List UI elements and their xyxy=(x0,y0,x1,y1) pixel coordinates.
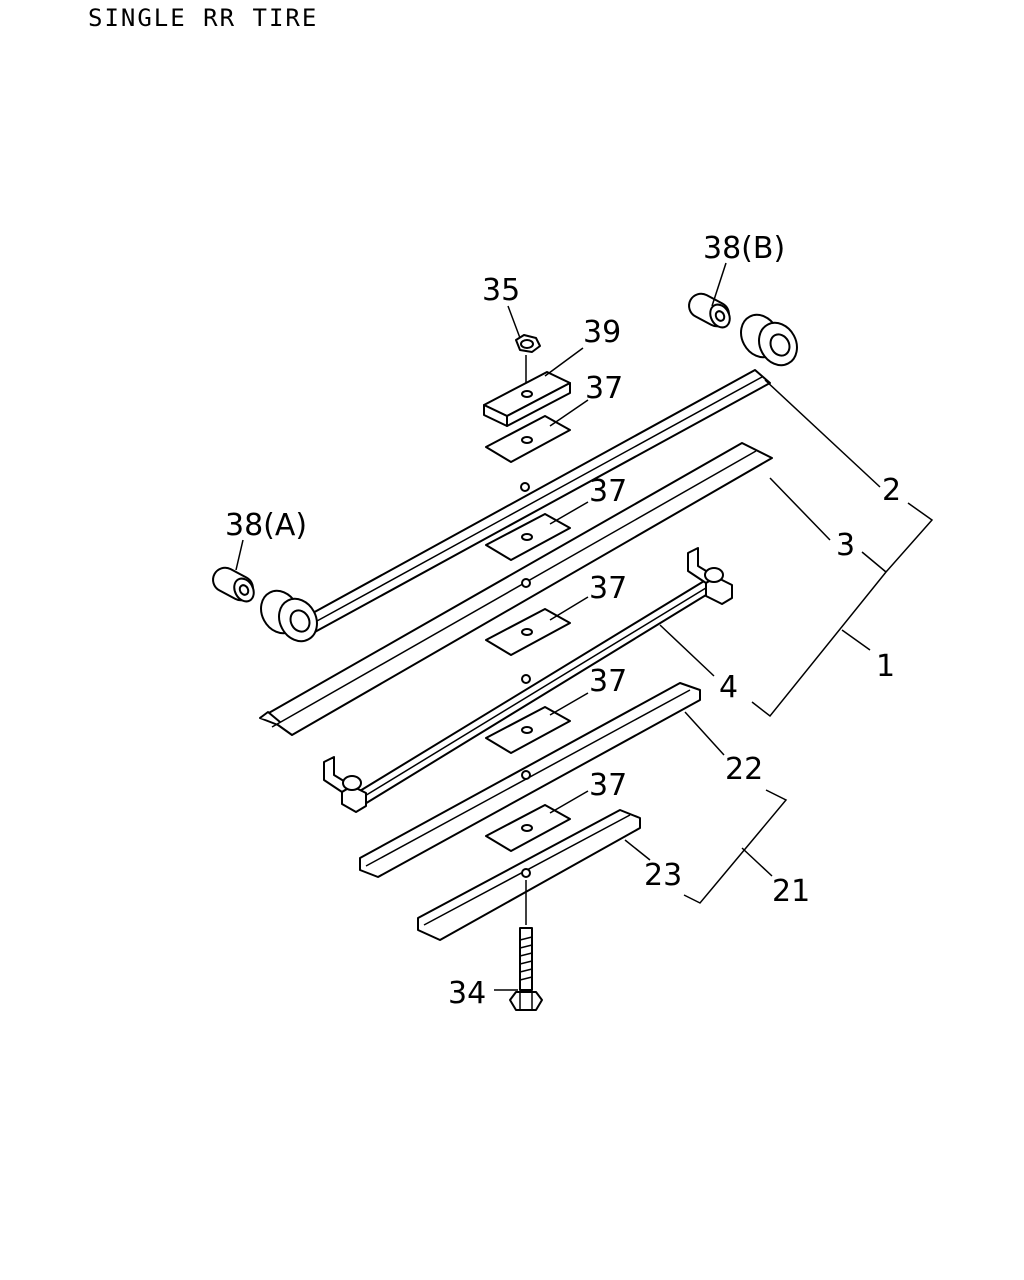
callout-34: 34 xyxy=(448,976,486,1011)
callout-37-3: 37 xyxy=(589,571,627,606)
pad-37-3 xyxy=(485,608,571,656)
callout-2: 2 xyxy=(882,473,901,508)
plate-39 xyxy=(483,371,571,427)
callout-38a: 38(A) xyxy=(225,508,307,543)
callout-22: 22 xyxy=(725,752,763,787)
leaf-4 xyxy=(323,547,733,813)
callout-37-4: 37 xyxy=(589,664,627,699)
leaf-22 xyxy=(359,682,701,878)
leaf-23 xyxy=(417,809,641,941)
main-leaf-2 xyxy=(260,313,798,643)
callout-35: 35 xyxy=(482,273,520,308)
callout-37-1: 37 xyxy=(585,371,623,406)
pad-37-5 xyxy=(485,804,571,852)
callout-4: 4 xyxy=(719,670,738,705)
callout-21: 21 xyxy=(772,874,810,909)
bolt-34 xyxy=(509,880,543,1011)
bushing-38a xyxy=(212,566,255,603)
callout-39: 39 xyxy=(583,315,621,350)
callout-3: 3 xyxy=(836,528,855,563)
leader-lines xyxy=(235,262,934,991)
pad-37-2 xyxy=(485,513,571,561)
bushing-38b xyxy=(688,292,731,329)
callout-23: 23 xyxy=(644,858,682,893)
pad-37-1 xyxy=(485,415,571,463)
callout-labels: 38(B) 35 39 37 2 37 38(A) 3 37 1 4 37 22… xyxy=(225,231,901,1011)
callout-37-2: 37 xyxy=(589,474,627,509)
diagram-title: SINGLE RR TIRE xyxy=(88,4,319,32)
pad-37-4 xyxy=(485,706,571,754)
callout-37-5: 37 xyxy=(589,768,627,803)
callout-1: 1 xyxy=(876,649,895,684)
leaf-3 xyxy=(259,442,773,736)
callout-38b: 38(B) xyxy=(703,231,785,266)
